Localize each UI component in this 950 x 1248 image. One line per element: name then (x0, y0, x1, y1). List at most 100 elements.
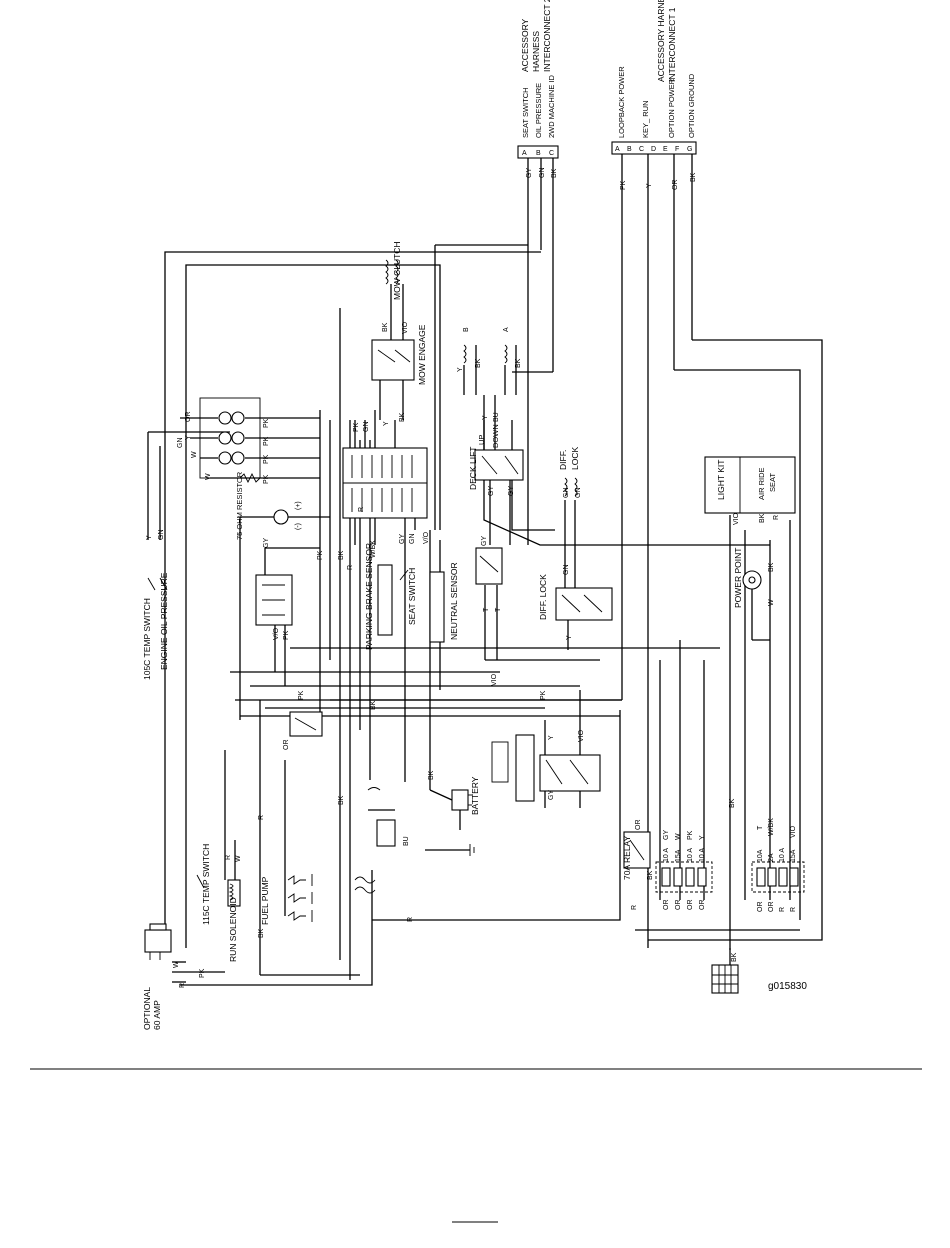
wire-bu-deck: BU (493, 412, 500, 422)
wire-vo-key: V/O (273, 627, 280, 640)
label-115c-temp-switch: 115C TEMP SWITCH (201, 844, 211, 925)
fuse-left-3: 10 A (687, 848, 694, 862)
pin-1g: G (687, 146, 692, 153)
parking-brake-sensor (377, 564, 393, 636)
wire-pk-ctrl-1: PK (353, 422, 360, 432)
starter-motor (376, 819, 396, 847)
wire-1-bk: BK (690, 172, 697, 182)
signal-option-power: OPTION POWER (667, 78, 676, 138)
wire-t-fuse: T (757, 825, 764, 830)
wire-1-or: OR (672, 180, 679, 191)
terminal-minus: (-) (295, 523, 302, 530)
accessory2-title-3: INTERCONNECT 2 (542, 0, 552, 72)
accessory2-title-2: HARNESS (531, 31, 541, 72)
accessory-harness-interconnect-2: ACCESSORY HARNESS INTERCONNECT 2 SEAT SW… (517, 0, 559, 545)
wire-pk-cluster-2: PK (263, 436, 270, 446)
accessory2-connector-body (517, 145, 559, 159)
wire-bk-deck-1: BK (475, 358, 482, 368)
wire-or-fuse-1: OR (663, 900, 670, 911)
wire-bk-fuel: BK (258, 928, 265, 938)
wire-y-relayblk: Y (548, 735, 555, 740)
label-down: DOWN (491, 424, 500, 448)
pin-1e: E (663, 146, 668, 153)
signal-oil-pressure: OIL PRESSURE (534, 83, 543, 138)
diode-label-plate (491, 741, 509, 783)
wire-vio-mow: VIO (402, 321, 409, 334)
label-engine-oil-pressure: ENGINE OIL PRESSURE (159, 572, 169, 670)
label-diff-lock: DIFF. LOCK (538, 574, 548, 620)
wire-1-y: Y (646, 183, 653, 188)
pin-1f: F (675, 146, 679, 153)
terminal-plus: (+) (295, 501, 302, 510)
label-mow-clutch: MOW CLUTCH (392, 241, 402, 300)
wire-bk-air: BK (759, 513, 766, 523)
accessory2-title-1: ACCESSORY (520, 18, 530, 72)
wire-gy-deck-2: GY (508, 486, 515, 496)
signal-option-ground: OPTION GROUND (687, 73, 696, 138)
wire-pk-fuse: PK (687, 830, 694, 840)
wire-bk: BK (551, 168, 558, 178)
label-alternator-2: 60 AMP (152, 1000, 162, 1030)
wire-gy-fuse: GY (663, 830, 670, 840)
label-air-ride-seat-2: SEAT (768, 473, 777, 492)
wire-y-deck: Y (457, 367, 464, 372)
wire-gn-diff-2: GN (575, 488, 582, 499)
wire-or-fuse-4: OR (699, 900, 706, 911)
lower-middle-relays: OR PK BK VIO PK Y VIO GY (283, 673, 601, 802)
wire-w-cluster-2: W (205, 473, 212, 480)
wire-gn: GN (539, 168, 546, 179)
wire-bk-deck-2: BK (515, 358, 522, 368)
battery-group: BATTERY BK BU BK (338, 770, 480, 856)
wire-bk-batt: BK (428, 770, 435, 780)
accessory-loads: LIGHT KIT AIR RIDE SEAT VIO BK R POWER P… (704, 456, 796, 641)
wire-r-brake: R (347, 565, 354, 570)
wire-bk-mid: BK (370, 700, 377, 710)
wire-gy-ctrl: GY (399, 534, 406, 544)
deck-lift-switch (474, 449, 524, 481)
figure-id: g015830 (768, 981, 807, 992)
wire-gy-relayblk: GY (548, 790, 555, 800)
wire-r-rfuse-2: R (790, 907, 797, 912)
wire-gn-cluster: GN (177, 438, 184, 449)
interlock-relay: GY T T (475, 536, 503, 612)
wire-y-cluster: Y (185, 435, 192, 440)
label-70a-relay: 70A RELAY (622, 835, 632, 880)
wire-1-pk: PK (620, 180, 627, 190)
wire-or-cluster: OR (185, 412, 192, 423)
engine-components: 115C TEMP SWITCH RUN SOLENOID W R FUEL P… (142, 750, 414, 1030)
signal-2wd-machine-id: 2WD MACHINE ID (547, 74, 556, 138)
wire-bk-starter: BK (338, 795, 345, 805)
diode-module (515, 734, 535, 802)
wire-gn-ctrl: GN (363, 422, 370, 433)
wire-pk-mid-2: PK (540, 690, 547, 700)
key-switch: GY V/O PK PK BK (255, 538, 345, 686)
pin-1b: B (627, 146, 632, 153)
accessory-harness-interconnect-1: ACCESSORY HARNESS INTERCONNECT 1 LOOPBAC… (611, 0, 697, 948)
wire-or-relay: OR (283, 740, 290, 751)
pin-c: C (549, 150, 554, 157)
wire-gy-relay: GY (481, 536, 488, 546)
accessory1-title-1: ACCESSORY HARNESS (656, 0, 666, 82)
wire-pk-cluster-4: PK (263, 474, 270, 484)
interlock-relay-body (475, 547, 503, 585)
pin-1a: A (615, 146, 620, 153)
alarm-buzzer (273, 509, 289, 525)
run-relay-block (539, 754, 601, 792)
fuse-right-2: 2A (768, 853, 775, 862)
signal-loopback-power: LOOPBACK POWER (617, 66, 626, 138)
label-seat-switch: SEAT SWITCH (407, 568, 417, 625)
wire-y-deck-2: Y (482, 415, 489, 420)
wire-pk-cluster-3: PK (263, 454, 270, 464)
fuse-holder-right (751, 861, 805, 893)
wire-t-relay-2: T (495, 607, 502, 612)
wire-bk-mow: BK (382, 322, 389, 332)
wire-vio-fuse: VIO (790, 825, 797, 838)
wire-pk-key: PK (283, 630, 290, 640)
label-b: B (463, 327, 470, 332)
wire-gy-deck: GY (488, 486, 495, 496)
wire-gn-oil: GN (158, 530, 165, 541)
fuse-left-4: 10 A (699, 848, 706, 862)
label-parking-brake-sensor: PARKING BRAKE SENSOR (364, 543, 374, 650)
wire-w-alt: W (173, 961, 180, 968)
wire-wbk-ctrl: W/BK (370, 540, 377, 558)
